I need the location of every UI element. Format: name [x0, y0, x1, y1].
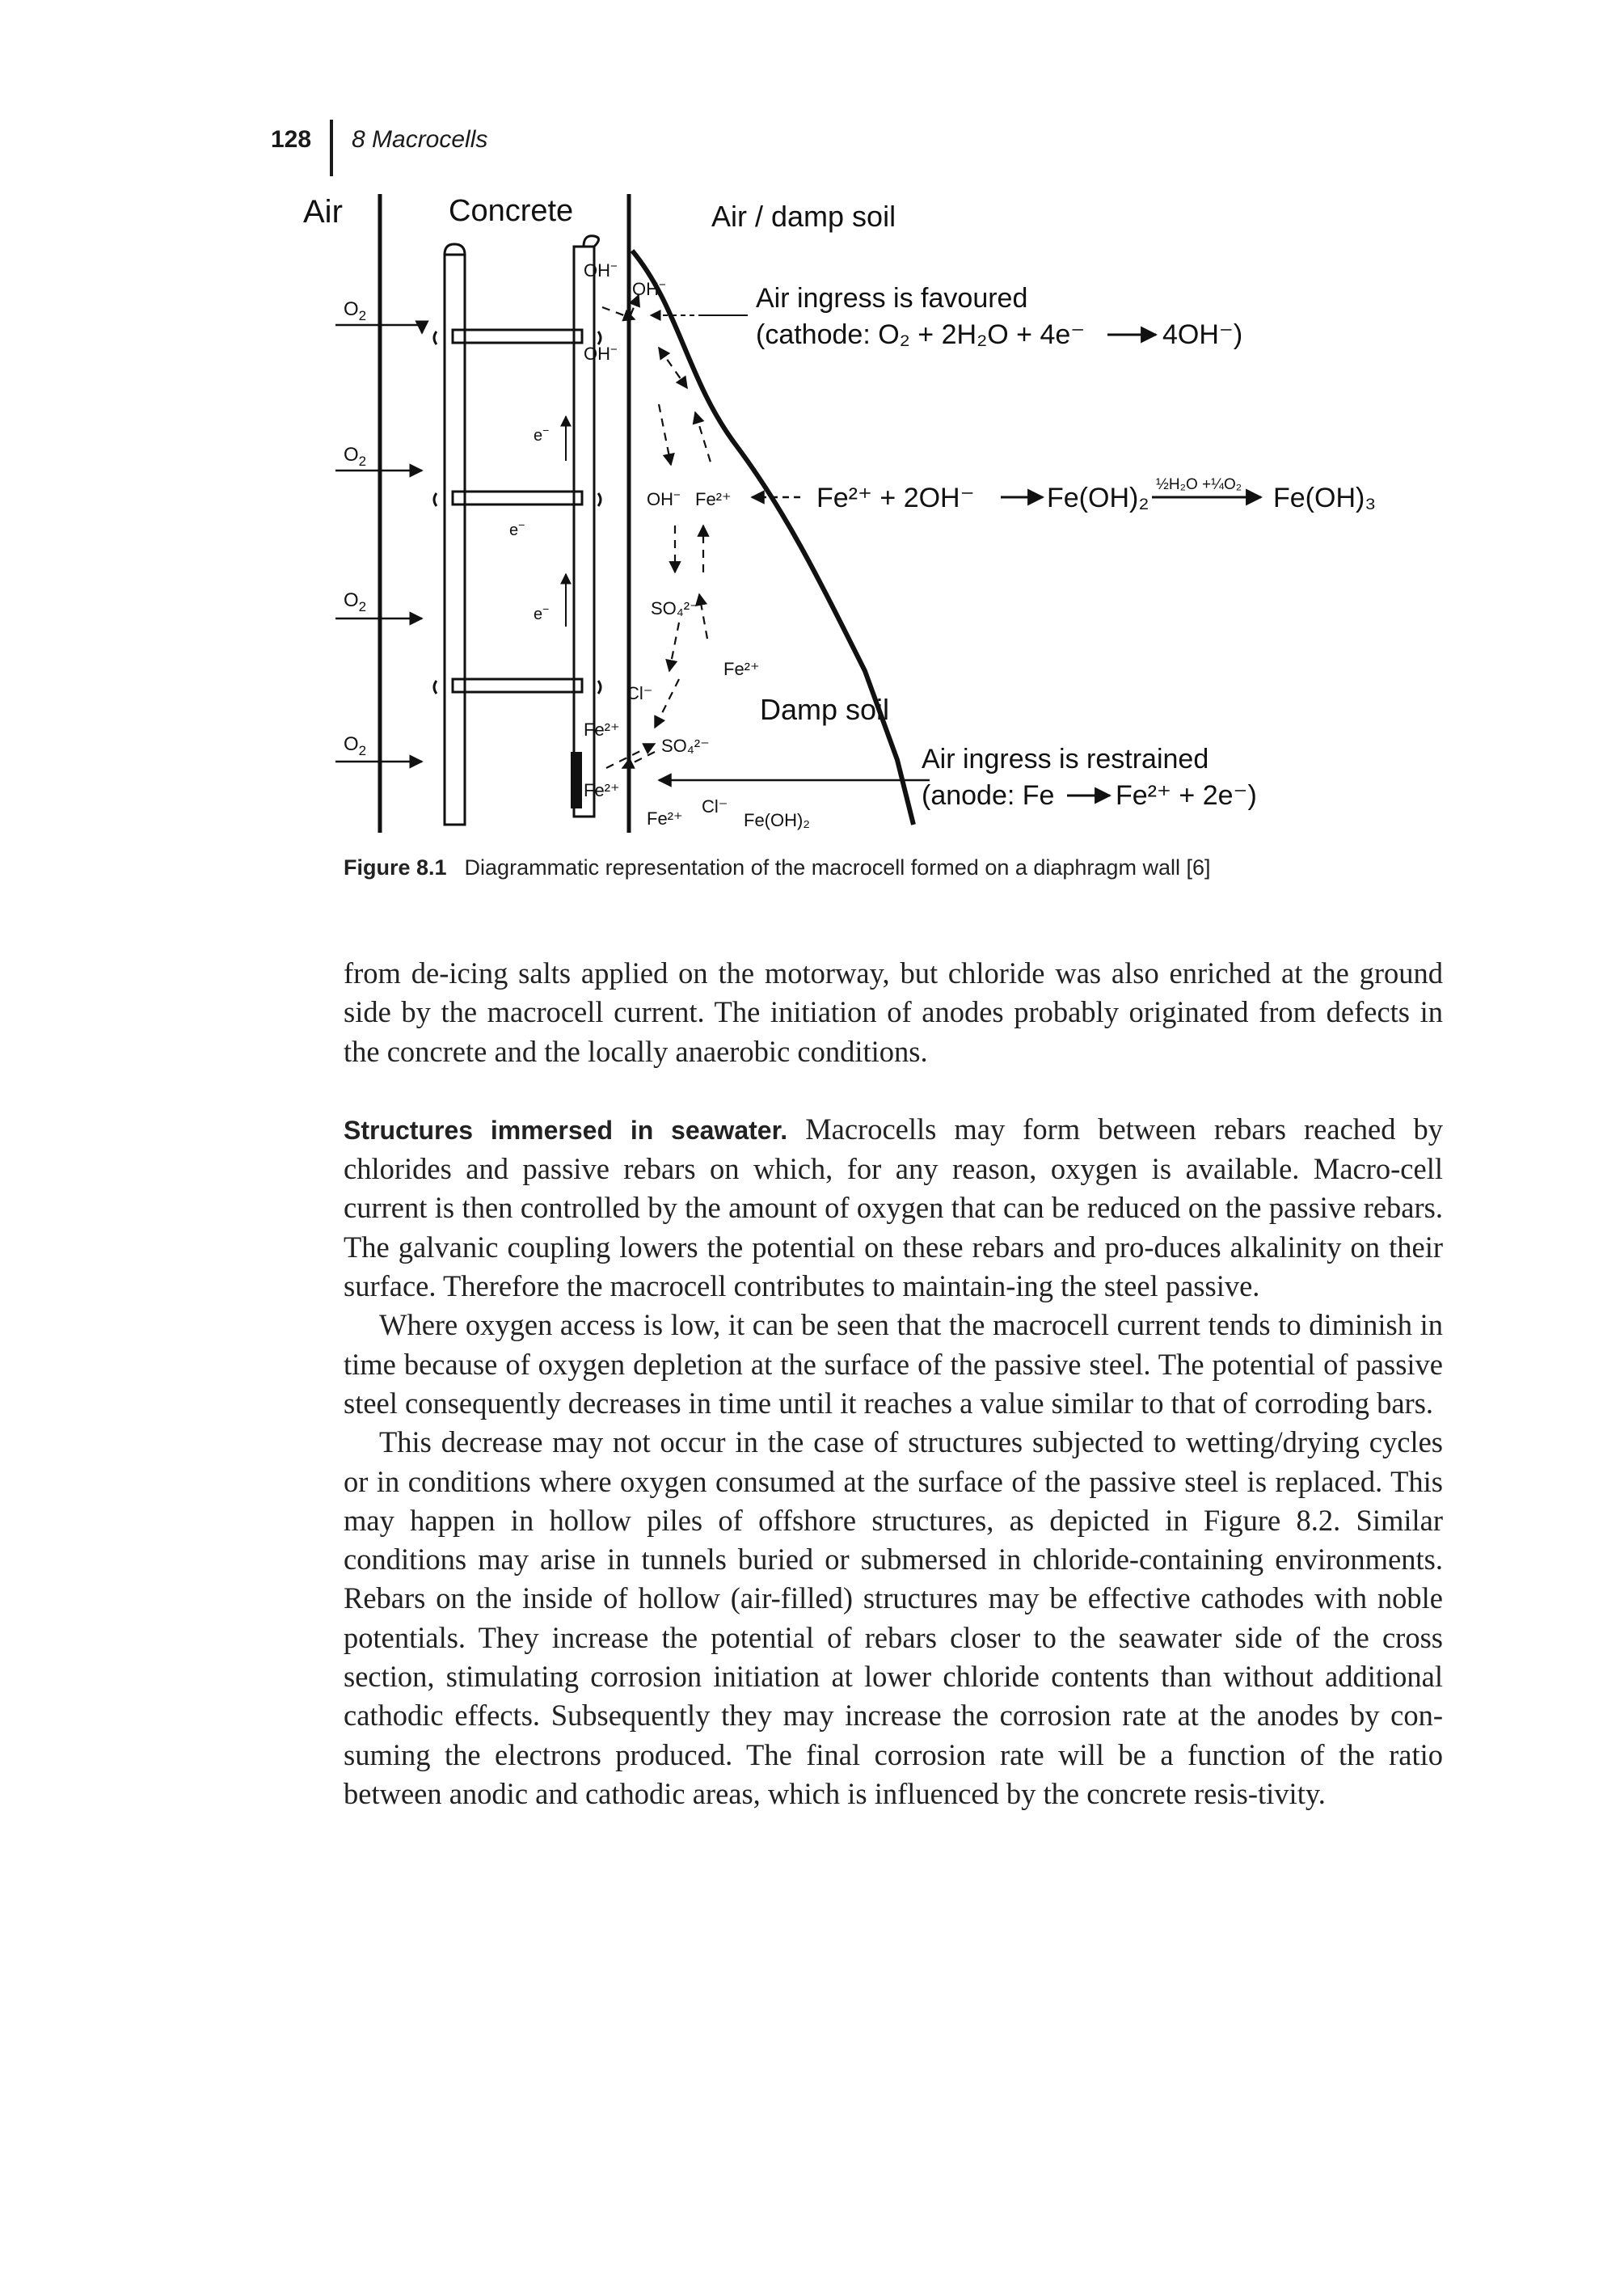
corroding-zone: [571, 752, 582, 808]
macrocell-diagram: Air Concrete Air / damp soil Damp soil O…: [299, 186, 1423, 849]
right-rebar-frame: [572, 245, 596, 818]
oh-label-2: OH−: [584, 343, 618, 364]
header-rule: [330, 120, 333, 176]
anode-product: Fe²⁺ + 2e⁻): [1116, 780, 1257, 811]
label-damp-soil: Damp soil: [760, 693, 889, 726]
page-number: 128: [271, 126, 312, 153]
final-product: Fe(OH)₃: [1273, 483, 1376, 513]
left-rebar-top-curl: [443, 243, 466, 255]
cl-label-1: Cl⁻: [626, 683, 652, 703]
label-air: Air: [303, 194, 343, 230]
oh-label-1: OH−: [584, 260, 618, 281]
fe2-label-4: Fe²⁺: [584, 780, 620, 800]
paragraph-2: Structures immersed in seawater. Macroce…: [344, 1110, 1443, 1306]
svg-text:O2: O2: [344, 444, 366, 469]
soil-profile-curve: [630, 249, 916, 825]
label-concrete: Concrete: [449, 194, 573, 228]
paragraph-1: from de-icing salts applied on the motor…: [344, 956, 1443, 1068]
figure-caption: Figure 8.1 Diagrammatic representation of…: [344, 855, 1475, 880]
o2-arrow-group: O2 O2 O2 O2: [335, 298, 429, 769]
left-rebar-frame: [443, 253, 466, 826]
electron-label-3: e−: [534, 602, 549, 623]
so4-label-1: SO₄²⁻: [651, 598, 699, 618]
electron-label-2: e−: [509, 518, 525, 539]
section-heading: Structures immersed in seawater.: [344, 1115, 788, 1145]
fe2-label-5: Fe²⁺: [647, 808, 683, 829]
anode-title: Air ingress is restrained: [922, 744, 1209, 775]
right-rebar-top-curl: [582, 234, 600, 248]
fe2-label-2: Fe²⁺: [723, 659, 760, 679]
caption-text: Diagrammatic representation of the macro…: [464, 855, 1211, 880]
so4-label-2: SO₄²⁻: [661, 736, 710, 756]
cathode-reaction: (cathode: O₂ + 2H₂O + 4e⁻: [756, 319, 1085, 350]
feoh2-label: Fe(OH)₂: [744, 810, 810, 830]
cathode-title: Air ingress is favoured: [756, 283, 1027, 314]
cathode-product: 4OH⁻): [1162, 319, 1242, 350]
hydroxide-product: Fe(OH)₂: [1047, 483, 1149, 513]
chapter-title: 8 Macrocells: [352, 126, 488, 153]
paragraph-2-text: Macrocells may form between rebars reach…: [344, 1112, 1443, 1303]
svg-text:O2: O2: [344, 298, 366, 323]
anode-reaction: (anode: Fe: [922, 780, 1054, 811]
paragraph-3: Where oxygen access is low, it can be se…: [344, 1308, 1443, 1420]
electron-label-1: e−: [534, 424, 549, 445]
fe2-label-3: Fe²⁺: [584, 720, 620, 740]
hydroxide-reaction: Fe²⁺ + 2OH⁻: [816, 483, 975, 513]
oxidation-condition: ½H₂O +¼O₂: [1156, 476, 1242, 493]
svg-text:O2: O2: [344, 589, 366, 614]
figure-number: Figure 8.1: [344, 855, 447, 880]
body-text: from de-icing salts applied on the motor…: [344, 954, 1443, 1813]
ion-flow-arrows: [601, 293, 713, 769]
svg-text:O2: O2: [344, 733, 366, 758]
fe2-label-mid: Fe²⁺: [695, 489, 732, 509]
tie-hooks: [432, 331, 602, 694]
label-air-damp-soil: Air / damp soil: [711, 200, 896, 233]
oh-label-mid: OH−: [647, 488, 681, 509]
rebar-ties: [451, 328, 584, 694]
paragraph-4: This decrease may not occur in the case …: [344, 1425, 1443, 1810]
cl-label-2: Cl⁻: [702, 796, 728, 817]
